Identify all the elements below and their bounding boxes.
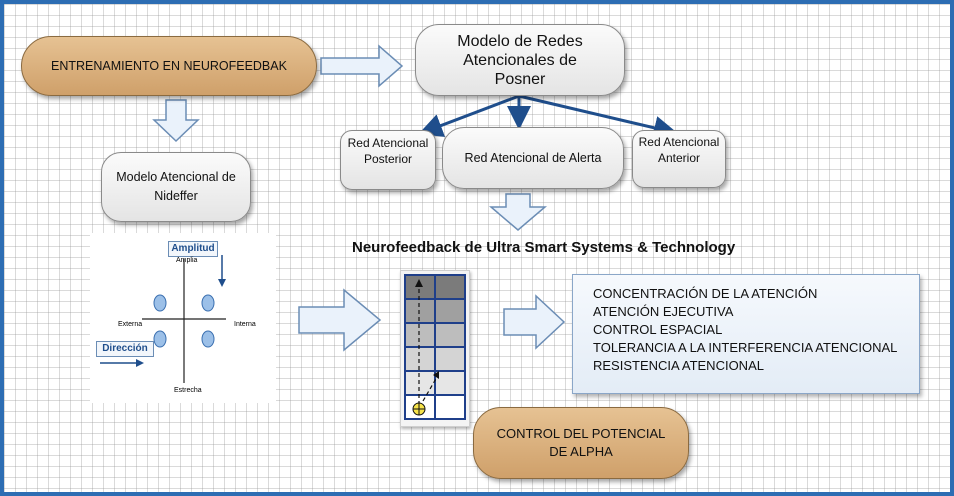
block-arrow-right-list (503, 294, 566, 350)
nideffer-label: Modelo Atencional de Nideffer (116, 170, 236, 203)
amplia-label: Amplia (176, 257, 198, 264)
attention-item: ATENCIÓN EJECUTIVA (593, 304, 734, 319)
entrenamiento-box: ENTRENAMIENTO EN NEUROFEEDBAK (21, 36, 317, 96)
entrenamiento-label: ENTRENAMIENTO EN NEUROFEEDBAK (51, 59, 287, 73)
block-arrow-right-middle (298, 288, 382, 352)
red-anterior-label: Red Atencional Anterior (638, 135, 720, 165)
nideffer-axes (100, 255, 226, 383)
red-anterior-box: Red Atencional Anterior (632, 130, 726, 188)
interna-label: Interna (234, 321, 256, 328)
red-alerta-box: Red Atencional de Alerta (442, 127, 624, 189)
block-arrow-right-top (320, 44, 404, 88)
nideffer-box: Modelo Atencional de Nideffer (101, 152, 251, 222)
red-posterior-box: Red Atencional Posterior (340, 130, 436, 190)
amplitud-tag: Amplitud (168, 241, 218, 257)
direccion-label: Dirección (102, 343, 148, 354)
red-alerta-label: Red Atencional de Alerta (464, 151, 602, 165)
estrecha-label: Estrecha (174, 387, 202, 394)
attention-item: CONTROL ESPACIAL (593, 322, 723, 337)
attention-list-box: CONCENTRACIÓN DE LA ATENCIÓN ATENCIÓN EJ… (572, 274, 920, 394)
attention-item: CONCENTRACIÓN DE LA ATENCIÓN (593, 286, 818, 301)
alpha-box: CONTROL DEL POTENCIAL DE ALPHA (473, 407, 689, 479)
connectors-layer (152, 44, 678, 352)
neurofeedback-title: Neurofeedback de Ultra Smart Systems & T… (352, 239, 736, 256)
red-posterior-label: Red Atencional Posterior (347, 136, 429, 166)
direccion-tag: Dirección (96, 341, 154, 357)
posner-label: Modelo de Redes Atencionales de Posner (457, 32, 583, 88)
alpha-label: CONTROL DEL POTENCIAL DE ALPHA (496, 426, 666, 459)
externa-label: Externa (118, 321, 143, 328)
nideffer-diagram: Amplitud Amplia Externa Interna Direcció… (90, 233, 276, 403)
neurofeedback-grid (400, 270, 470, 427)
posner-box: Modelo de Redes Atencionales de Posner (415, 24, 625, 96)
posner-connectors (418, 94, 678, 140)
amplitud-label: Amplitud (171, 243, 215, 254)
block-arrow-down-left (152, 99, 200, 143)
attention-item: TOLERANCIA A LA INTERFERENCIA ATENCIONAL (593, 340, 898, 355)
grid-svg (404, 274, 466, 420)
block-arrow-down-center (488, 193, 548, 231)
attention-item: RESISTENCIA ATENCIONAL (593, 358, 764, 373)
